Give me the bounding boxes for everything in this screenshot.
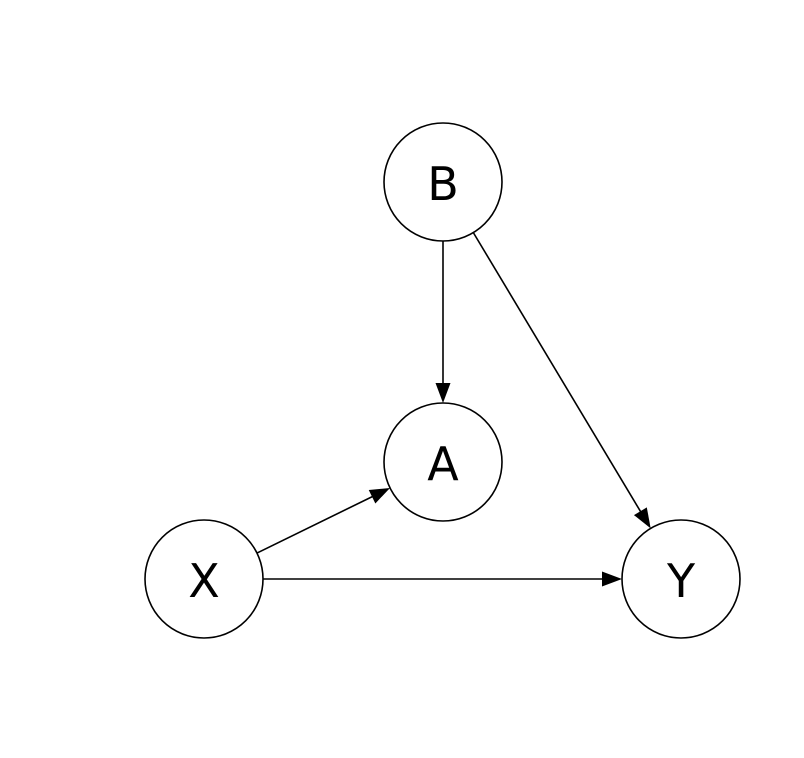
- arrowhead-icon: [368, 487, 391, 504]
- node-circle: [621, 519, 741, 639]
- edges-layer: [256, 232, 651, 587]
- arrowhead-icon: [435, 383, 451, 403]
- edge-b-to-y: [472, 232, 651, 529]
- edge-x-to-a: [256, 487, 391, 554]
- nodes-layer: B A X Y: [144, 122, 741, 639]
- node-y: Y: [621, 519, 741, 639]
- edge-x-to-y: [263, 571, 622, 587]
- node-circle: [383, 122, 503, 242]
- node-label: X: [188, 554, 220, 608]
- arrowhead-icon: [602, 571, 622, 587]
- arrowhead-icon: [633, 507, 651, 529]
- edge-b-to-a: [435, 241, 451, 403]
- node-a: A: [383, 402, 503, 522]
- node-x: X: [144, 519, 264, 639]
- node-label: A: [427, 437, 459, 491]
- node-label: Y: [666, 554, 696, 608]
- edge-line: [472, 232, 643, 514]
- node-b: B: [383, 122, 503, 242]
- node-circle: [383, 402, 503, 522]
- edge-line: [256, 495, 375, 554]
- node-label: B: [427, 157, 459, 211]
- node-circle: [144, 519, 264, 639]
